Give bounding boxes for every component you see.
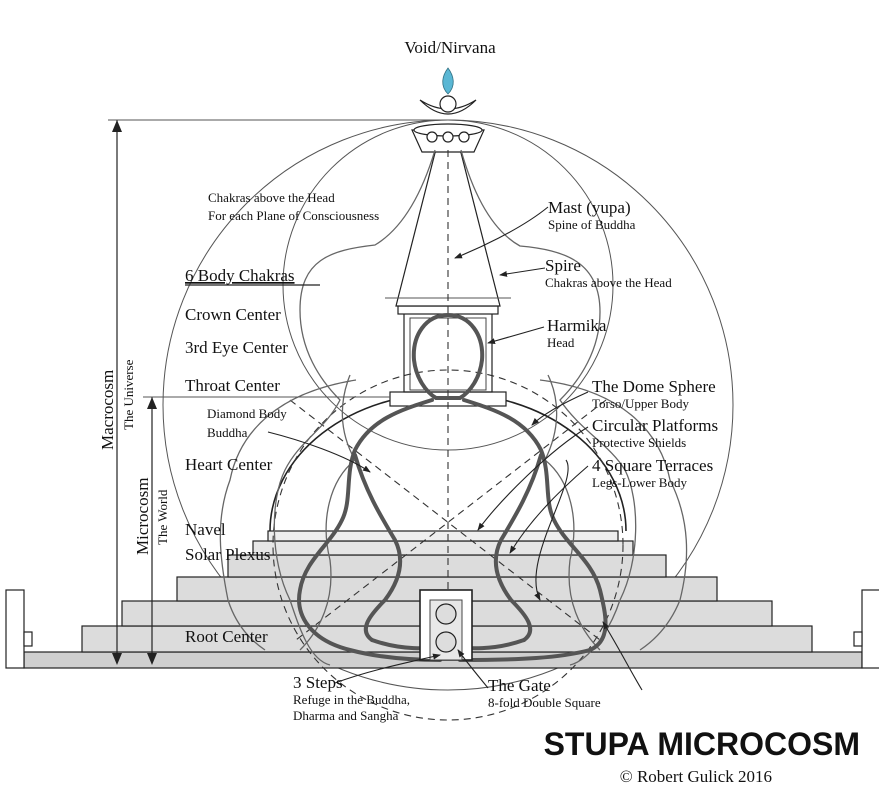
aura-far-left: [219, 379, 357, 651]
circular-platform-2: [267, 530, 619, 542]
gate-title: The Gate: [488, 676, 551, 695]
dome-title: The Dome Sphere: [592, 377, 716, 396]
buddha-torso-left: [297, 398, 442, 662]
chakras-above-title: Chakras above the Head: [208, 190, 335, 205]
aura-far-right: [539, 379, 688, 651]
arrow-diamond-body: [267, 431, 371, 473]
arrow-terraces: [509, 465, 589, 554]
spire-sub: Chakras above the Head: [545, 275, 672, 290]
microcosm-arrow-top: [147, 397, 157, 409]
crescent-moon-icon: [419, 99, 477, 115]
throat-center-label: Throat Center: [185, 376, 280, 395]
aura-left: [273, 149, 436, 666]
terrace-4: [227, 554, 667, 578]
arrow-platforms: [477, 426, 589, 531]
aura-left-inner: [299, 374, 356, 651]
macrocosm-arrow-top: [112, 120, 122, 132]
left-post-notch: [23, 631, 33, 647]
arrow-terraces-2: [534, 459, 569, 601]
platforms-title: Circular Platforms: [592, 416, 718, 435]
right-post: [861, 589, 879, 669]
arrow-dome: [531, 391, 589, 426]
microcosm-sub-label: The World: [155, 489, 170, 545]
buddha-head: [411, 313, 485, 400]
arrow-lower-body: [602, 621, 643, 691]
diagonal-1: [289, 399, 601, 641]
navel-label: Navel: [185, 520, 226, 539]
steps-sub-2: Dharma and Sangha: [293, 708, 399, 723]
gate-window-2: [435, 631, 457, 653]
buddha-torso-right: [458, 398, 608, 662]
heart-center-label: Heart Center: [185, 455, 273, 474]
harmika-sub: Head: [547, 335, 575, 350]
aura-right-inner: [544, 374, 601, 651]
cup-bead-3: [458, 131, 470, 143]
gate-window-1: [435, 603, 457, 625]
gate-sub: 8-fold Double Square: [488, 695, 601, 710]
arrow-mast: [454, 206, 549, 259]
terraces-sub: Legs-Lower Body: [592, 475, 687, 490]
arrow-harmika: [487, 326, 545, 344]
mast-sub: Spine of Buddha: [548, 217, 636, 232]
diagram-title: STUPA MICROCOSM: [544, 726, 860, 762]
aura-right: [460, 149, 637, 666]
harmika-title: Harmika: [547, 316, 607, 335]
mast-title: Mast (yupa): [548, 198, 631, 217]
arrow-steps: [334, 653, 441, 684]
third-eye-label: 3rd Eye Center: [185, 338, 288, 357]
flame-icon: [442, 67, 454, 95]
diagonal-2: [295, 399, 607, 641]
microcosm-arrow-bottom: [147, 653, 157, 665]
dome-sphere-dashed: [272, 369, 624, 721]
crown-center-label: Crown Center: [185, 305, 281, 324]
terraces-title: 4 Square Terraces: [592, 456, 713, 475]
sun-disc-icon: [439, 95, 457, 113]
copyright: © Robert Gulick 2016: [620, 767, 772, 786]
solar-plexus-label: Solar Plexus: [185, 545, 270, 564]
steps-sub-1: Refuge in the Buddha,: [293, 692, 410, 707]
arrow-spire: [499, 267, 546, 277]
right-post-notch: [853, 631, 863, 647]
platforms-sub: Protective Shields: [592, 435, 686, 450]
macrocosm-sub-label: The Universe: [121, 359, 136, 430]
root-center-label: Root Center: [185, 627, 268, 646]
chakras-above-sub: For each Plane of Consciousness: [208, 208, 379, 223]
body-chakras-heading: 6 Body Chakras: [185, 266, 295, 285]
buddha-arm-right: [493, 453, 543, 642]
steps-title: 3 Steps: [293, 673, 343, 692]
spire-title: Spire: [545, 256, 581, 275]
macrocosm-arrow-bottom: [112, 653, 122, 665]
dome-sub: Torso/Upper Body: [592, 396, 689, 411]
cup-bead-2: [442, 131, 454, 143]
cup-bead-1: [426, 131, 438, 143]
diamond-body-line2: Buddha: [207, 425, 248, 440]
buddha-arm-left: [353, 453, 403, 642]
void-nirvana-label: Void/Nirvana: [404, 38, 496, 57]
diamond-body-line1: Diamond Body: [207, 406, 287, 421]
macrocosm-label: Macrocosm: [98, 370, 117, 450]
left-post: [5, 589, 25, 669]
microcosm-label: Microcosm: [133, 478, 152, 555]
arrow-gate: [457, 649, 489, 689]
